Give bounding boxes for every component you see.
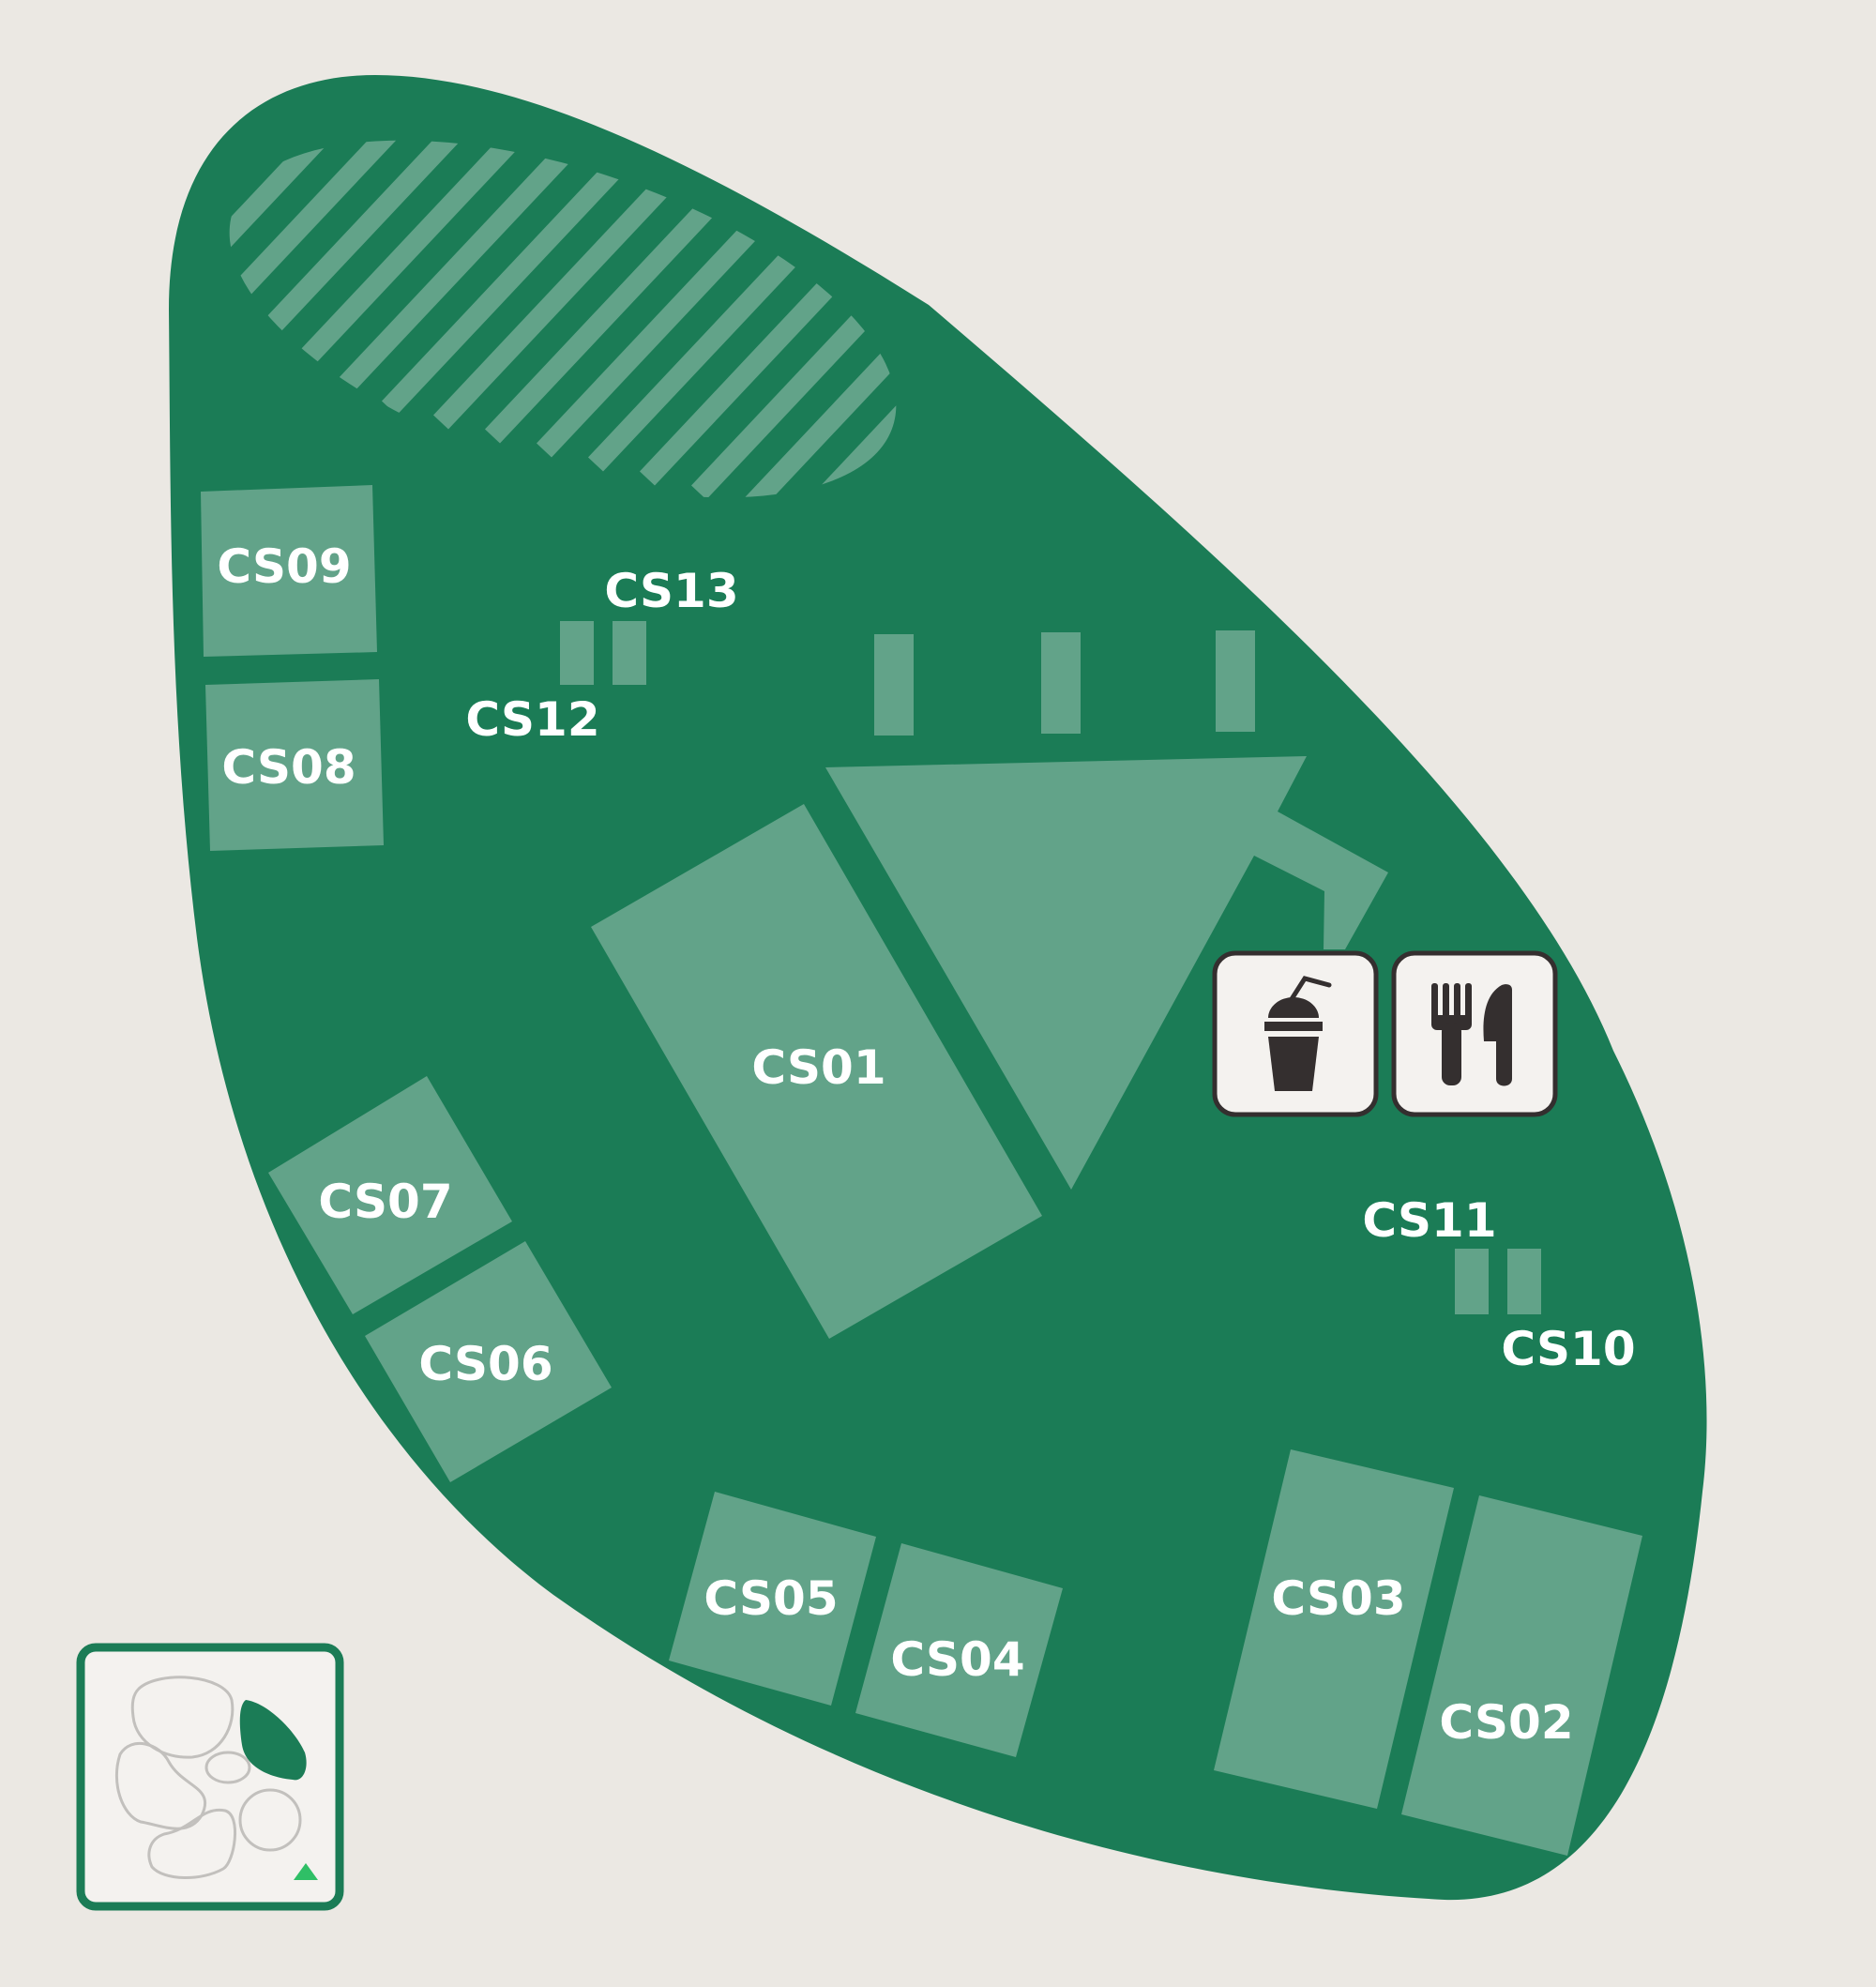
booth-small-a[interactable] [874, 634, 914, 736]
label-cs04: CS04 [890, 1632, 1024, 1687]
label-cs09: CS09 [217, 539, 351, 594]
booth-cs04[interactable] [855, 1543, 1063, 1757]
label-cs08: CS08 [221, 740, 356, 795]
restaurant[interactable] [1391, 950, 1558, 1117]
label-cs03: CS03 [1271, 1571, 1405, 1626]
label-cs01: CS01 [751, 1040, 885, 1095]
booth-cs03[interactable] [1214, 1449, 1454, 1809]
drink-icon [1264, 976, 1332, 1091]
booth-cs08[interactable] [205, 679, 384, 851]
zone-area [169, 75, 1707, 1901]
booth-cs12[interactable] [560, 621, 594, 685]
booth-cs02[interactable] [1401, 1495, 1642, 1856]
booth-small-c[interactable] [1216, 630, 1255, 732]
booth-cs11[interactable] [1455, 1249, 1489, 1314]
north-arrow-icon [294, 1863, 318, 1880]
booth-cs13[interactable] [613, 621, 646, 685]
booth-cs05[interactable] [669, 1492, 876, 1706]
label-cs07: CS07 [318, 1175, 452, 1229]
restaurant-icon [1431, 983, 1512, 1086]
booth-cs09[interactable] [201, 485, 377, 657]
booth-cs07[interactable] [268, 1076, 512, 1314]
drink-station[interactable] [1212, 950, 1379, 1117]
booth-stage[interactable] [825, 756, 1388, 1190]
minimap[interactable] [76, 1643, 344, 1911]
label-cs05: CS05 [704, 1571, 838, 1626]
label-cs02: CS02 [1439, 1695, 1573, 1750]
minimap-current-zone [239, 1700, 307, 1781]
booth-cs01[interactable] [591, 804, 1042, 1339]
label-cs11: CS11 [1362, 1193, 1496, 1248]
minimap-zones [115, 1676, 302, 1879]
booth-cs10[interactable] [1507, 1249, 1541, 1314]
booth-small-b[interactable] [1041, 632, 1081, 734]
label-cs13: CS13 [604, 564, 738, 618]
booth-cs06[interactable] [365, 1241, 612, 1482]
label-cs12: CS12 [465, 692, 599, 747]
label-cs10: CS10 [1501, 1322, 1635, 1376]
label-cs06: CS06 [418, 1337, 552, 1391]
